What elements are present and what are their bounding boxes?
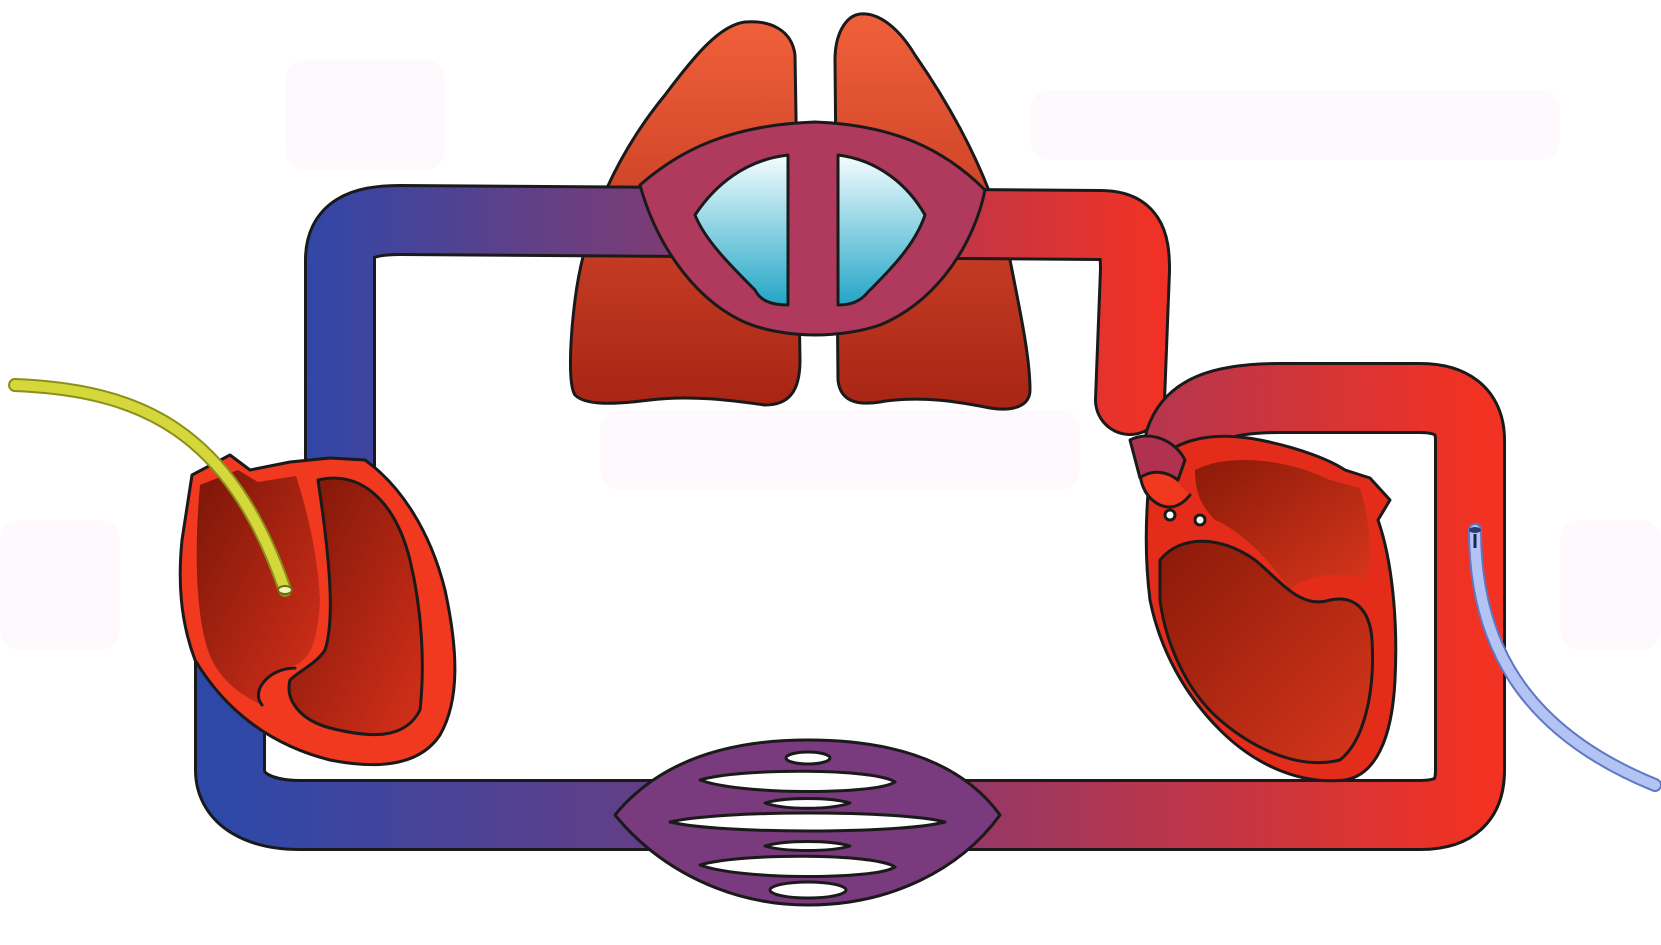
right-heart bbox=[1130, 436, 1396, 781]
systemic-capillary-bed bbox=[615, 740, 1000, 905]
